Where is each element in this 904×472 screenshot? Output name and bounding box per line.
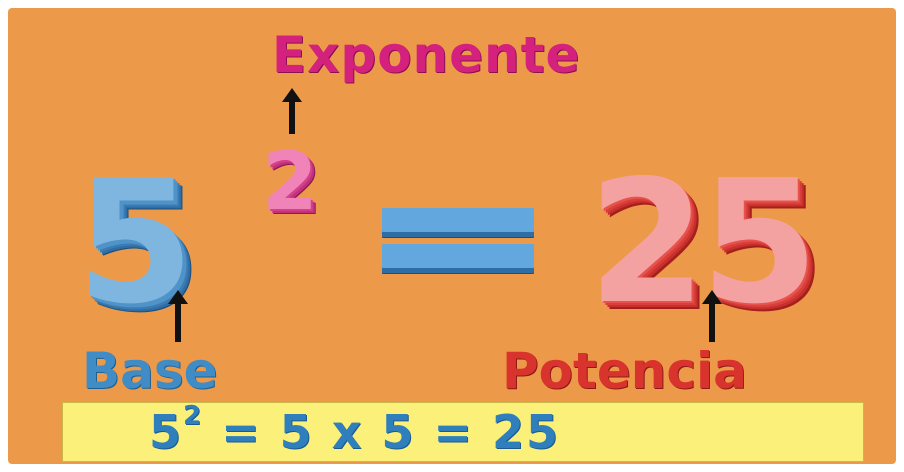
diagram-canvas: Exponente 2 5 25 Base Potencia 52 = 5 x …	[8, 8, 896, 464]
equals-sign-top-bar	[382, 208, 534, 232]
power-label: Potencia	[502, 342, 747, 400]
exponent-digit: 2	[262, 135, 318, 228]
result-number: 25	[588, 144, 819, 342]
formula-box: 52 = 5 x 5 = 25	[62, 402, 864, 462]
up-arrow-icon	[702, 290, 722, 342]
formula-exponent: 2	[183, 401, 204, 431]
formula-text: 52 = 5 x 5 = 25	[149, 403, 560, 455]
equals-sign-bottom-bar	[382, 244, 534, 268]
formula-base: 5	[149, 405, 184, 459]
exponent-label: Exponente	[272, 26, 581, 84]
base-label: Base	[82, 342, 218, 400]
up-arrow-icon	[282, 88, 302, 134]
formula-expansion: = 5 x 5 = 25	[221, 405, 560, 459]
up-arrow-icon	[168, 290, 188, 342]
